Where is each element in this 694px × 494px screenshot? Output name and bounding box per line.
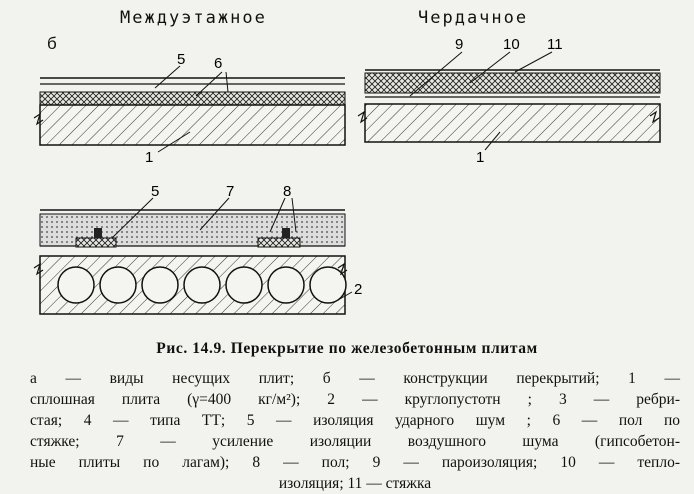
label-c5: 5 [151,183,159,200]
label-c2: 2 [354,281,362,298]
label-a5: 5 [177,51,185,68]
caption-line: стяжке; 7 — усиление изоляции воздушного… [30,433,680,450]
caption-line: а — виды несущих плит; б — конструкции п… [30,370,680,387]
label-c7: 7 [226,183,234,200]
label-a1: 1 [145,149,153,166]
caption-line: стая; 4 — типа ТТ; 5 — изоляция ударного… [30,412,680,429]
label-b1: 1 [476,149,484,166]
figure-caption-body: а — виды несущих плит; б — конструкции п… [30,368,680,494]
interfloor-title: Междуэтажное [120,8,267,28]
interfloor-section [33,65,346,153]
panel-label: б [47,34,57,53]
figure-caption-title: Рис. 14.9. Перекрытие по железобетонным … [156,340,538,357]
label-b11: 11 [547,36,563,53]
caption-line: изоляция; 11 — стяжка [278,475,432,492]
label-c8: 8 [283,183,291,200]
hollow-core-section [33,197,353,315]
label-a6: 6 [214,55,222,72]
label-b10: 10 [503,36,520,53]
caption-line: ные плиты по лагам); 8 — пол; 9 — пароиз… [30,454,680,471]
floor-section-diagrams: 5 6 1 9 10 11 1 5 7 8 2 [33,36,661,315]
label-b9: 9 [455,36,463,53]
caption-line: сплошная плита (γ=400 кг/м²); 2 — кругло… [30,391,680,408]
attic-section [357,51,661,151]
attic-title: Чердачное [418,8,529,28]
